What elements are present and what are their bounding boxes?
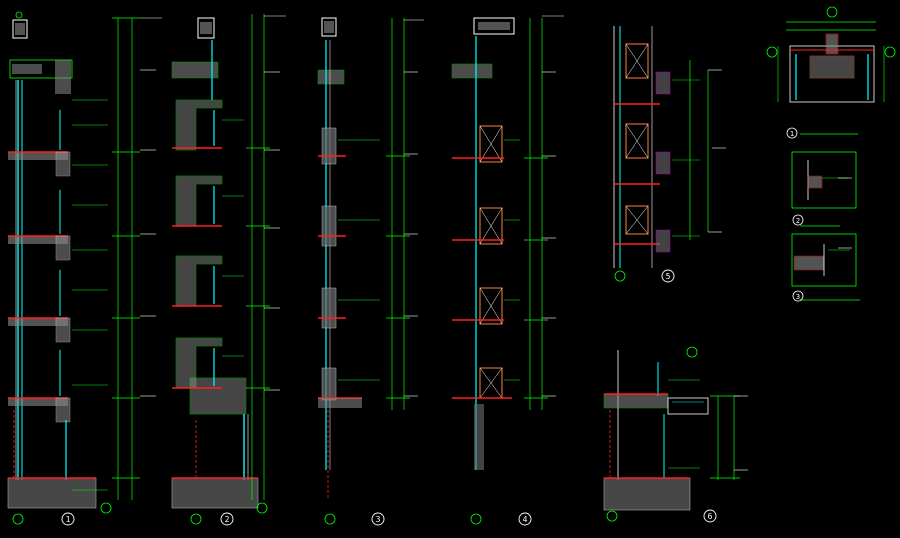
detail-3: [791, 233, 860, 301]
detail-2: [791, 151, 857, 227]
section-5-window-frames: [625, 43, 649, 235]
wall-section-5: [613, 26, 709, 268]
section-marker-6: 6: [703, 509, 717, 523]
section-marker-2: 2: [220, 512, 234, 526]
section-markers: 1 2 3 4 5 6 1 2: [61, 127, 804, 526]
svg-text:4: 4: [523, 515, 528, 524]
annotation-marks: [140, 15, 852, 471]
svg-text:6: 6: [708, 512, 713, 521]
svg-text:1: 1: [790, 130, 794, 138]
svg-text:1: 1: [66, 515, 71, 524]
section-marker-4: 4: [518, 512, 532, 526]
wall-section-6: [603, 350, 740, 511]
wall-section-2: [171, 14, 270, 509]
detail-marker-3: 3: [792, 290, 804, 302]
section-2-balconies: [175, 99, 247, 415]
section-1-floor-slabs: [8, 151, 68, 406]
grid-axis-bubbles: [12, 6, 896, 525]
svg-text:5: 5: [666, 272, 671, 281]
detail-marker-1: 1: [786, 127, 798, 139]
svg-text:3: 3: [796, 293, 800, 301]
wall-section-4: [451, 17, 548, 470]
section-3-wall-panels: [321, 127, 337, 401]
wall-section-1: [7, 11, 140, 509]
svg-text:2: 2: [796, 217, 800, 225]
section-marker-1: 1: [61, 512, 75, 526]
detail-1-plan: [777, 21, 885, 135]
section-marker-3: 3: [371, 512, 385, 526]
detail-marker-2: 2: [792, 214, 804, 226]
section-marker-5: 5: [661, 269, 675, 283]
wall-section-3: [317, 17, 410, 500]
svg-text:3: 3: [376, 515, 381, 524]
svg-text:2: 2: [225, 515, 230, 524]
